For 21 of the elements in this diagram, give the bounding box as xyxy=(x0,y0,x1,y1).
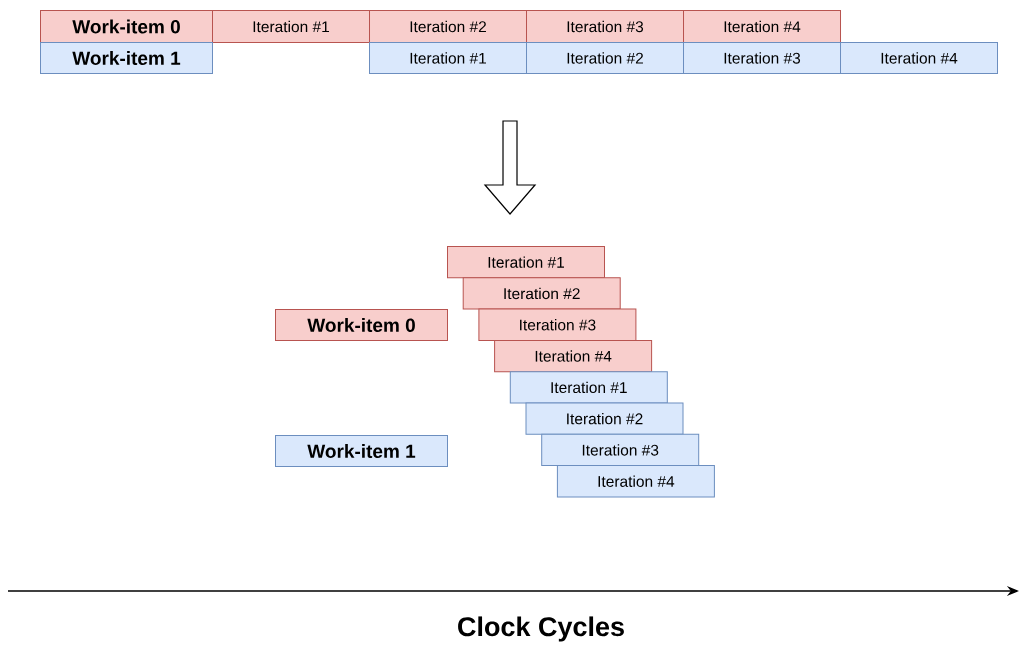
iteration-box: Iteration #1 xyxy=(212,10,370,43)
iteration-box: Iteration #2 xyxy=(369,10,527,43)
work-item-box: Work-item 0 xyxy=(40,10,213,43)
work-item-box: Work-item 0 xyxy=(275,309,448,341)
iteration-box: Iteration #1 xyxy=(369,42,527,74)
iteration-box: Iteration #4 xyxy=(683,10,841,43)
work-item-box: Work-item 1 xyxy=(275,435,448,467)
iteration-box: Iteration #4 xyxy=(840,42,998,74)
iteration-box: Iteration #3 xyxy=(526,10,684,43)
iteration-box: Iteration #3 xyxy=(683,42,841,74)
iteration-box: Iteration #3 xyxy=(541,433,700,467)
iteration-box: Iteration #2 xyxy=(526,42,684,74)
iteration-box: Iteration #4 xyxy=(494,339,653,373)
iteration-box: Iteration #4 xyxy=(556,465,715,498)
iteration-box: Iteration #1 xyxy=(447,246,605,279)
iteration-box: Iteration #2 xyxy=(462,277,621,310)
iteration-box: Iteration #1 xyxy=(509,371,668,404)
iteration-box: Iteration #3 xyxy=(478,308,637,341)
iteration-box: Iteration #2 xyxy=(525,402,684,435)
axis-label: Clock Cycles xyxy=(458,616,624,642)
work-item-box: Work-item 1 xyxy=(40,42,213,74)
